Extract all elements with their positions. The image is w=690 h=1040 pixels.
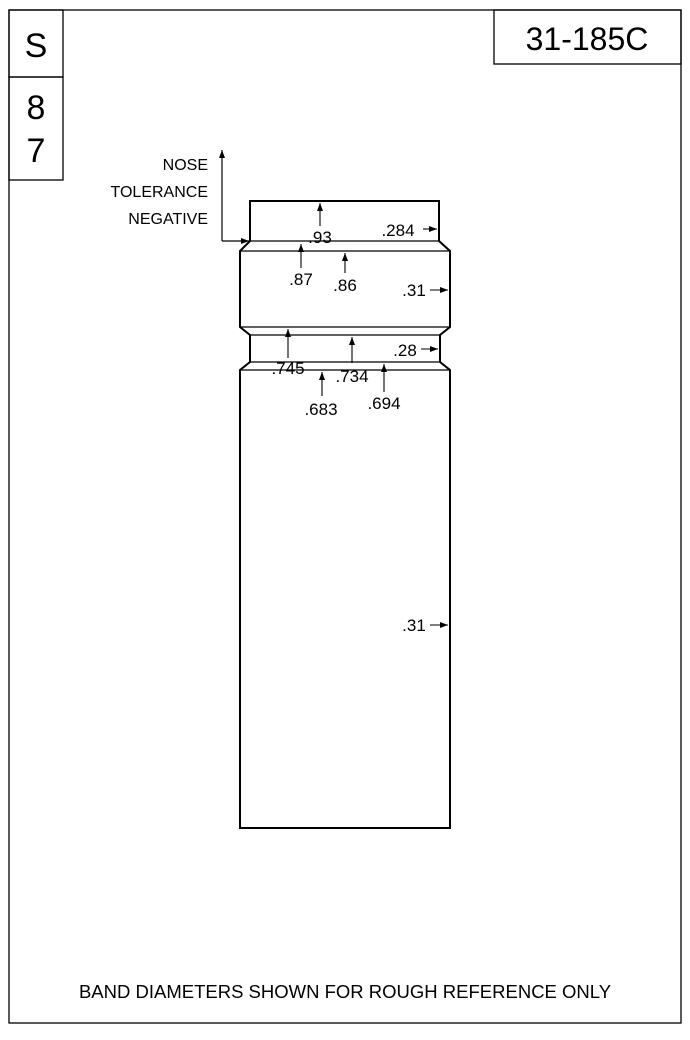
title-block-left: S 8 7 (8, 9, 64, 181)
dim-first-land-diameter-a: .87 (289, 270, 313, 289)
sheet-border (8, 9, 682, 1024)
dimension-leaders (285, 203, 448, 628)
series-digit-a: 8 (27, 89, 46, 127)
nose-tolerance-note: NOSE TOLERANCE NEGATIVE (110, 150, 249, 244)
nose-note-line-2: TOLERANCE (110, 184, 208, 201)
series-digit-b: 7 (27, 132, 46, 170)
nose-note-line-1: NOSE (163, 157, 208, 174)
dimension-labels: .93 .284 .87 .86 .31 .745 .734 .28 .683 … (271, 221, 425, 635)
dim-shank-diameter-a: .683 (304, 400, 337, 419)
dim-first-land-diameter-b: .86 (333, 276, 357, 295)
dim-groove-diameter-a: .745 (271, 359, 304, 378)
series-letter: S (25, 27, 48, 65)
dim-shank-length: .31 (402, 616, 426, 635)
part-profile (239, 200, 451, 829)
dim-top-band-length: .284 (381, 221, 414, 240)
dim-groove-diameter-b: .734 (335, 367, 368, 386)
dim-top-band-diameter: .93 (308, 228, 332, 247)
part-number: 31-185C (526, 21, 649, 57)
dim-shank-diameter-b: .694 (367, 394, 400, 413)
nose-note-line-3: NEGATIVE (128, 211, 208, 228)
dim-groove-length: .28 (393, 341, 417, 360)
reference-footnote: BAND DIAMETERS SHOWN FOR ROUGH REFERENCE… (79, 981, 611, 1002)
dim-first-land-length: .31 (402, 281, 426, 300)
part-number-block: 31-185C (493, 9, 682, 65)
